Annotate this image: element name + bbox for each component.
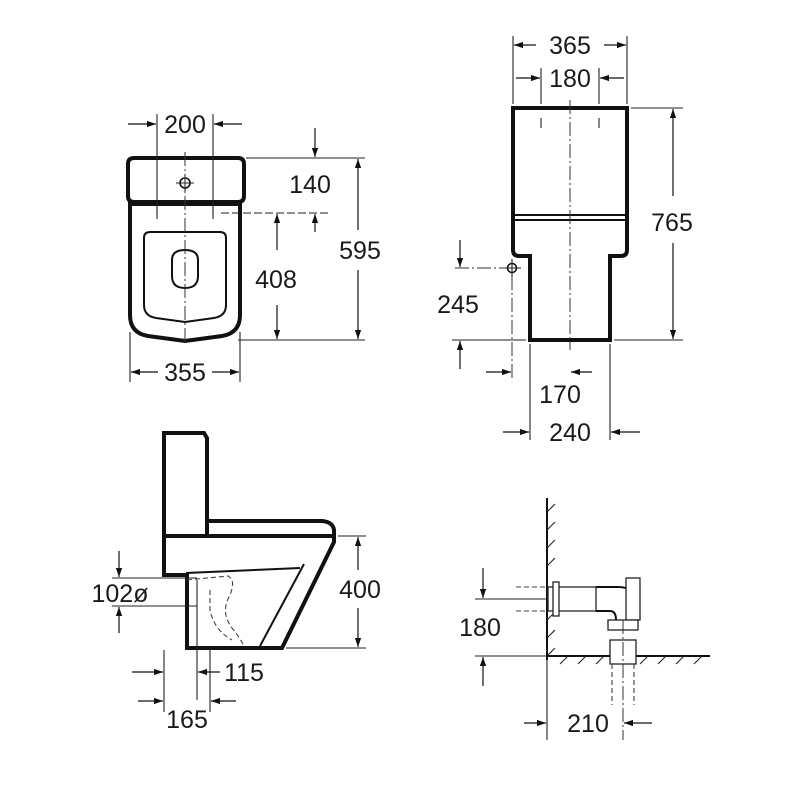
- front-width-dimension: 365: [549, 32, 591, 60]
- bowl-width-dimension: 355: [164, 359, 206, 387]
- inlet-offset-dimension: 170: [539, 381, 581, 409]
- top-view: 200 140 408 595 355: [126, 111, 381, 387]
- inlet-height-dimension: 245: [437, 291, 479, 319]
- side-view-bowl: [162, 534, 336, 650]
- outlet-offset-dimension: 115: [224, 659, 264, 687]
- top-view-seat: [143, 231, 227, 324]
- base-width-dimension: 240: [549, 419, 591, 447]
- outlet-diameter-dimension: 102ø: [92, 580, 149, 608]
- tank-fixing-spacing-dimension: 180: [549, 65, 591, 93]
- total-height-dimension: 765: [651, 209, 693, 237]
- installation-view: 180 210: [459, 498, 710, 740]
- side-height-dimension: 400: [339, 576, 381, 604]
- total-depth-dimension: 595: [339, 237, 381, 265]
- side-view: 102ø 400 115 165: [92, 431, 381, 734]
- side-view-cistern: [162, 431, 209, 538]
- fixing-distance-dimension: 408: [255, 266, 297, 294]
- floor-outlet-distance-dimension: 210: [567, 710, 609, 738]
- outlet-height-dimension: 180: [459, 614, 501, 642]
- top-view-bowl-opening: [171, 248, 199, 290]
- tank-width-dimension: 200: [164, 111, 206, 139]
- front-view: 365 180 765 245 170 240: [437, 32, 693, 447]
- tank-depth-dimension: 140: [289, 171, 331, 199]
- wall-distance-dimension: 165: [166, 706, 208, 734]
